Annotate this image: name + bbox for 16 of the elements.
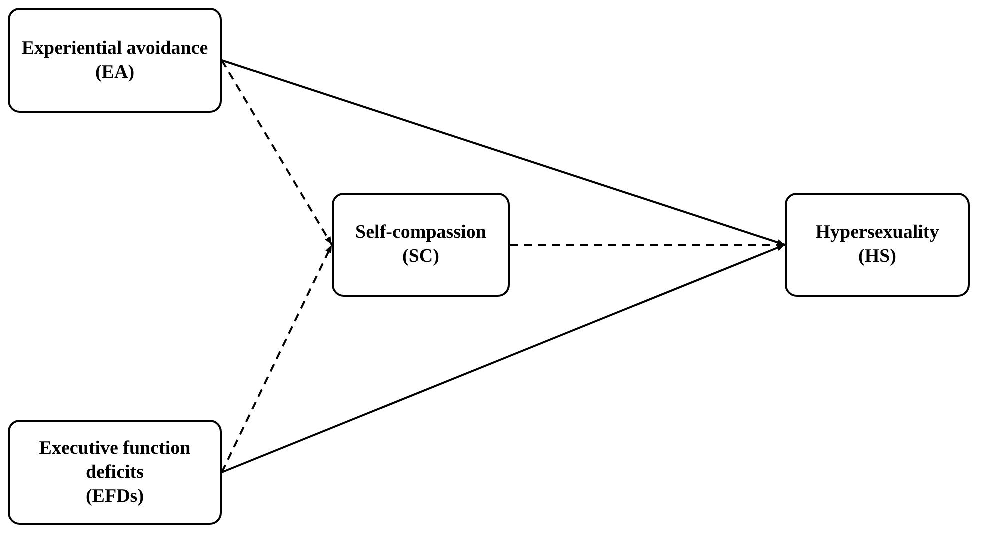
variable-abbreviation: (EA) [95, 60, 135, 84]
variable-abbreviation: (SC) [402, 245, 440, 269]
variable-box [8, 420, 222, 525]
variable-name: Executive function deficits [38, 436, 192, 484]
variable-name: Hypersexuality [816, 221, 940, 245]
arrow [221, 244, 333, 473]
variable-abbreviation: (EFDs) [86, 484, 144, 508]
variable-box [8, 8, 222, 113]
variable-name: Experiential avoidance [22, 36, 208, 60]
variable-name: Self-compassion [356, 221, 486, 245]
arrow [222, 60, 786, 246]
variable-box [332, 193, 510, 297]
variable-box [785, 193, 970, 297]
arrow [222, 244, 786, 474]
arrow [221, 60, 333, 246]
variable-abbreviation: (HS) [858, 245, 896, 269]
